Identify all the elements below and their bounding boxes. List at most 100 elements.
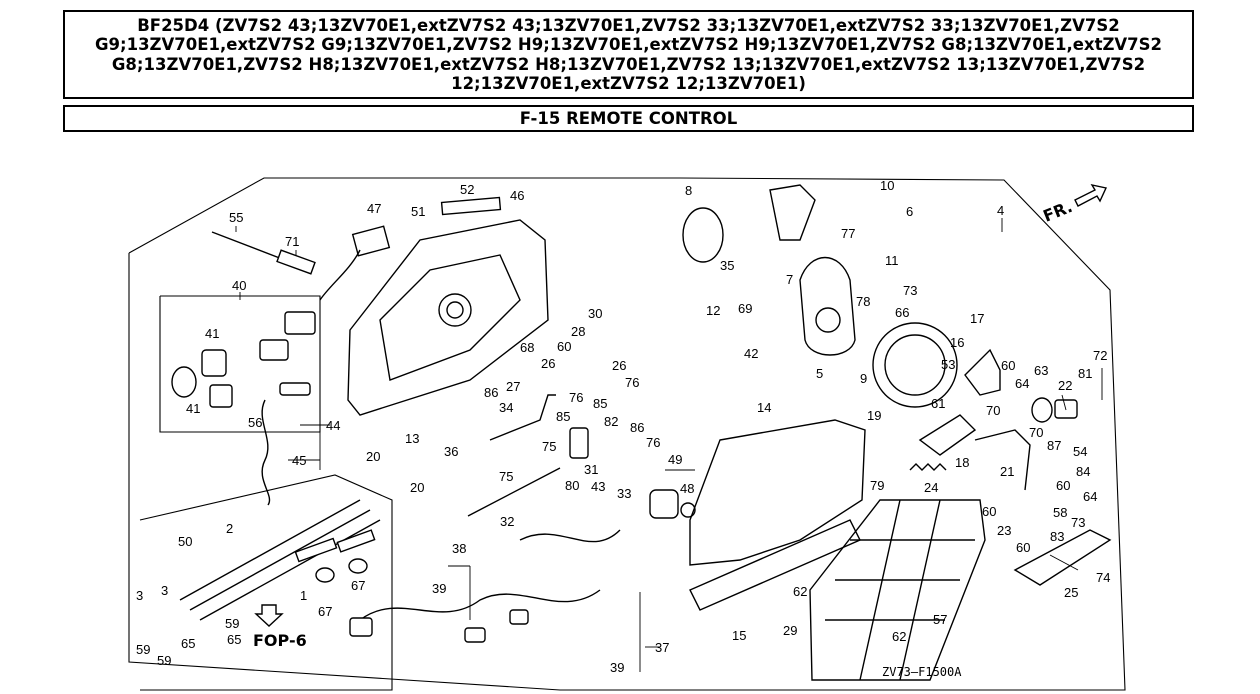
callout-14: 14 — [757, 400, 771, 415]
callout-49: 49 — [668, 452, 682, 467]
callout-53: 53 — [941, 357, 955, 372]
callout-20: 20 — [410, 480, 424, 495]
callout-57: 57 — [933, 612, 947, 627]
callout-45: 45 — [292, 453, 306, 468]
callout-81: 81 — [1078, 366, 1092, 381]
callout-86: 86 — [484, 385, 498, 400]
callout-46: 46 — [510, 188, 524, 203]
callout-67: 67 — [351, 578, 365, 593]
callout-32: 32 — [500, 514, 514, 529]
callout-51: 51 — [411, 204, 425, 219]
callout-24: 24 — [924, 480, 938, 495]
callout-73: 73 — [1071, 515, 1085, 530]
callout-37: 37 — [655, 640, 669, 655]
callout-61: 61 — [931, 396, 945, 411]
callout-41: 41 — [186, 401, 200, 416]
callout-16: 16 — [950, 335, 964, 350]
callout-75: 75 — [499, 469, 513, 484]
callout-4: 4 — [997, 203, 1004, 218]
callout-75: 75 — [542, 439, 556, 454]
callout-8: 8 — [685, 183, 692, 198]
callout-60: 60 — [1001, 358, 1015, 373]
callout-60: 60 — [1056, 478, 1070, 493]
callout-42: 42 — [744, 346, 758, 361]
callout-74: 74 — [1096, 570, 1110, 585]
callout-3: 3 — [161, 583, 168, 598]
callout-39: 39 — [610, 660, 624, 675]
callout-64: 64 — [1083, 489, 1097, 504]
callout-54: 54 — [1073, 444, 1087, 459]
callout-76: 76 — [625, 375, 639, 390]
callout-87: 87 — [1047, 438, 1061, 453]
callout-2: 2 — [226, 521, 233, 536]
callout-28: 28 — [571, 324, 585, 339]
callout-60: 60 — [557, 339, 571, 354]
callout-84: 84 — [1076, 464, 1090, 479]
callout-69: 69 — [738, 301, 752, 316]
callout-33: 33 — [617, 486, 631, 501]
callout-79: 79 — [870, 478, 884, 493]
callout-86: 86 — [630, 420, 644, 435]
callout-10: 10 — [880, 178, 894, 193]
callout-22: 22 — [1058, 378, 1072, 393]
callout-26: 26 — [612, 358, 626, 373]
callout-19: 19 — [867, 408, 881, 423]
callout-85: 85 — [593, 396, 607, 411]
callout-6: 6 — [906, 204, 913, 219]
callout-76: 76 — [569, 390, 583, 405]
lower-left-frame — [139, 474, 393, 691]
callout-5: 5 — [816, 366, 823, 381]
callout-63: 63 — [1034, 363, 1048, 378]
callout-43: 43 — [591, 479, 605, 494]
callout-40: 40 — [232, 278, 246, 293]
callout-50: 50 — [178, 534, 192, 549]
callout-9: 9 — [860, 371, 867, 386]
callout-78: 78 — [856, 294, 870, 309]
callout-21: 21 — [1000, 464, 1014, 479]
callout-70: 70 — [1029, 425, 1043, 440]
callout-41: 41 — [205, 326, 219, 341]
callout-60: 60 — [1016, 540, 1030, 555]
direction-arrow: FR. — [1040, 197, 1075, 226]
callout-44: 44 — [326, 418, 340, 433]
callout-66: 66 — [895, 305, 909, 320]
callout-62: 62 — [892, 629, 906, 644]
callout-77: 77 — [841, 226, 855, 241]
callout-15: 15 — [732, 628, 746, 643]
callout-72: 72 — [1093, 348, 1107, 363]
model-title-box: BF25D4 (ZV7S2 43;13ZV70E1,extZV7S2 43;13… — [63, 10, 1194, 99]
callout-65: 65 — [227, 632, 241, 647]
callout-67: 67 — [318, 604, 332, 619]
callout-39: 39 — [432, 581, 446, 596]
diagram-frame — [128, 177, 1126, 691]
callout-23: 23 — [997, 523, 1011, 538]
callout-59: 59 — [157, 653, 171, 668]
callout-47: 47 — [367, 201, 381, 216]
callout-34: 34 — [499, 400, 513, 415]
callout-48: 48 — [680, 481, 694, 496]
callout-13: 13 — [405, 431, 419, 446]
callout-65: 65 — [181, 636, 195, 651]
callout-18: 18 — [955, 455, 969, 470]
section-title-box: F-15 REMOTE CONTROL — [63, 105, 1194, 132]
callout-56: 56 — [248, 415, 262, 430]
callout-76: 76 — [646, 435, 660, 450]
section-title: F-15 REMOTE CONTROL — [519, 109, 738, 128]
callout-59: 59 — [225, 616, 239, 631]
callout-59: 59 — [136, 642, 150, 657]
callout-25: 25 — [1064, 585, 1078, 600]
callout-60: 60 — [982, 504, 996, 519]
callout-labels: 1 2 3 3 4 5 6 7 8 9 10 11 12 13 14 15 16… — [136, 178, 1110, 675]
part-drawings — [171, 183, 1112, 681]
callout-70: 70 — [986, 403, 1000, 418]
callout-27: 27 — [506, 379, 520, 394]
direction-label: FR. — [1040, 197, 1075, 226]
callout-31: 31 — [584, 462, 598, 477]
callout-38: 38 — [452, 541, 466, 556]
callout-7: 7 — [786, 272, 793, 287]
callout-17: 17 — [970, 311, 984, 326]
callout-1: 1 — [300, 588, 307, 603]
drawing-code: ZV73–F1500A — [882, 665, 962, 679]
callout-30: 30 — [588, 306, 602, 321]
